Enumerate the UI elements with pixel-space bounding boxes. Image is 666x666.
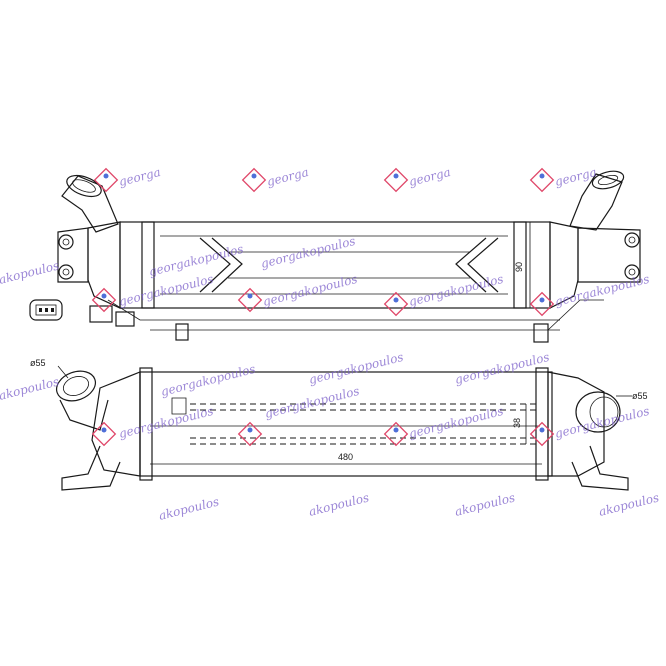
- right-tank-flange-front: [535, 367, 549, 481]
- watermark-layer: georga georga georga georga akopoulos ge…: [0, 165, 660, 523]
- mount-hole-inner: [628, 236, 636, 244]
- right-chevron: [455, 237, 487, 293]
- left-foot: [61, 445, 121, 491]
- watermark-text: georgakopoulos: [407, 404, 504, 441]
- left-end-tank-front: [91, 371, 141, 477]
- diamond-logo-icon: [383, 421, 409, 447]
- left-chevron: [211, 237, 243, 293]
- right-tank-flange-top: [513, 221, 527, 309]
- diamond-logo-icon: [237, 421, 263, 447]
- right-chevron: [467, 237, 499, 293]
- watermark-text: georgakopoulos: [147, 242, 244, 279]
- watermark-text: georga: [407, 165, 452, 189]
- diamond-logo-icon: [383, 291, 409, 317]
- dimension-diameter-left: ø55: [30, 358, 46, 368]
- right-outlet-opening-inner: [589, 396, 619, 428]
- leader-line: [57, 365, 69, 379]
- watermark-text: georga: [265, 165, 310, 189]
- mount-hole: [624, 232, 640, 248]
- left-inlet-opening-inner: [72, 179, 96, 193]
- left-outlet-opening-inner: [63, 376, 89, 396]
- mount-hole-inner: [62, 238, 70, 246]
- bar-clip: [175, 323, 189, 341]
- diamond-logo-icon: [93, 167, 119, 193]
- diamond-logo-icon: [529, 291, 555, 317]
- left-inlet-opening: [66, 174, 102, 198]
- mount-hole: [58, 264, 74, 280]
- dimension-height-bottom: 38: [512, 418, 522, 428]
- tube-fitting: [171, 397, 187, 415]
- watermark-text: akopoulos: [597, 490, 660, 518]
- watermark-text: georgakopoulos: [117, 272, 214, 309]
- right-wire: [547, 299, 604, 331]
- right-foot: [571, 445, 629, 491]
- watermark-text: georgakopoulos: [407, 272, 504, 309]
- bar-clip: [533, 323, 549, 343]
- left-outlet-pipe: [59, 399, 109, 431]
- mount-hole: [58, 234, 74, 250]
- left-outlet-opening: [56, 370, 96, 402]
- watermark-text: georgakopoulos: [117, 404, 214, 441]
- watermark-text: akopoulos: [0, 258, 60, 286]
- intercooler-top-view: 90: [57, 170, 641, 343]
- right-inlet-opening: [591, 170, 625, 190]
- left-chevron: [199, 237, 231, 293]
- watermark-text: akopoulos: [307, 490, 370, 518]
- left-mount-plate: [57, 227, 89, 283]
- diamond-logo-icon: [91, 287, 117, 313]
- watermark-text: georgakopoulos: [263, 384, 360, 421]
- sensor-wire: [107, 299, 560, 321]
- electrical-connector-icon: [29, 299, 63, 321]
- left-tank-flange-top: [141, 221, 155, 309]
- mount-hole-inner: [628, 268, 636, 276]
- watermark-text: georga: [117, 165, 162, 189]
- watermark-text: akopoulos: [453, 490, 516, 518]
- mount-hole: [624, 264, 640, 280]
- right-end-tank-front: [547, 371, 605, 477]
- diamond-logo-icon: [91, 421, 117, 447]
- right-outlet-opening: [575, 391, 621, 433]
- sensor-housing: [89, 305, 113, 323]
- diamond-logo-icon: [241, 167, 267, 193]
- watermark-text: akopoulos: [157, 494, 220, 522]
- dimension-height-top: 90: [514, 262, 524, 272]
- right-inlet-opening-inner: [597, 174, 619, 186]
- watermark-text: georgakopoulos: [159, 362, 256, 399]
- diamond-logo-icon: [529, 421, 555, 447]
- watermark-text: georga: [553, 165, 598, 189]
- diamond-logo-icon: [237, 287, 263, 313]
- watermark-text: georgakopoulos: [553, 404, 650, 441]
- intercooler-front-view: 38 480 ø55 ø55: [30, 358, 648, 491]
- watermark-text: akopoulos: [0, 374, 60, 402]
- watermark-text: georgakopoulos: [261, 272, 358, 309]
- dimension-length: 480: [338, 452, 353, 462]
- sensor-plug: [115, 311, 135, 327]
- diamond-logo-icon: [383, 167, 409, 193]
- diamond-logo-icon: [529, 167, 555, 193]
- watermark-text: georgakopoulos: [553, 272, 650, 309]
- dimension-diameter-right: ø55: [632, 391, 648, 401]
- right-mount-plate: [577, 227, 641, 283]
- watermark-text: georgakopoulos: [307, 350, 404, 387]
- right-inlet-pipe-top: [569, 173, 623, 231]
- mount-hole-inner: [62, 268, 70, 276]
